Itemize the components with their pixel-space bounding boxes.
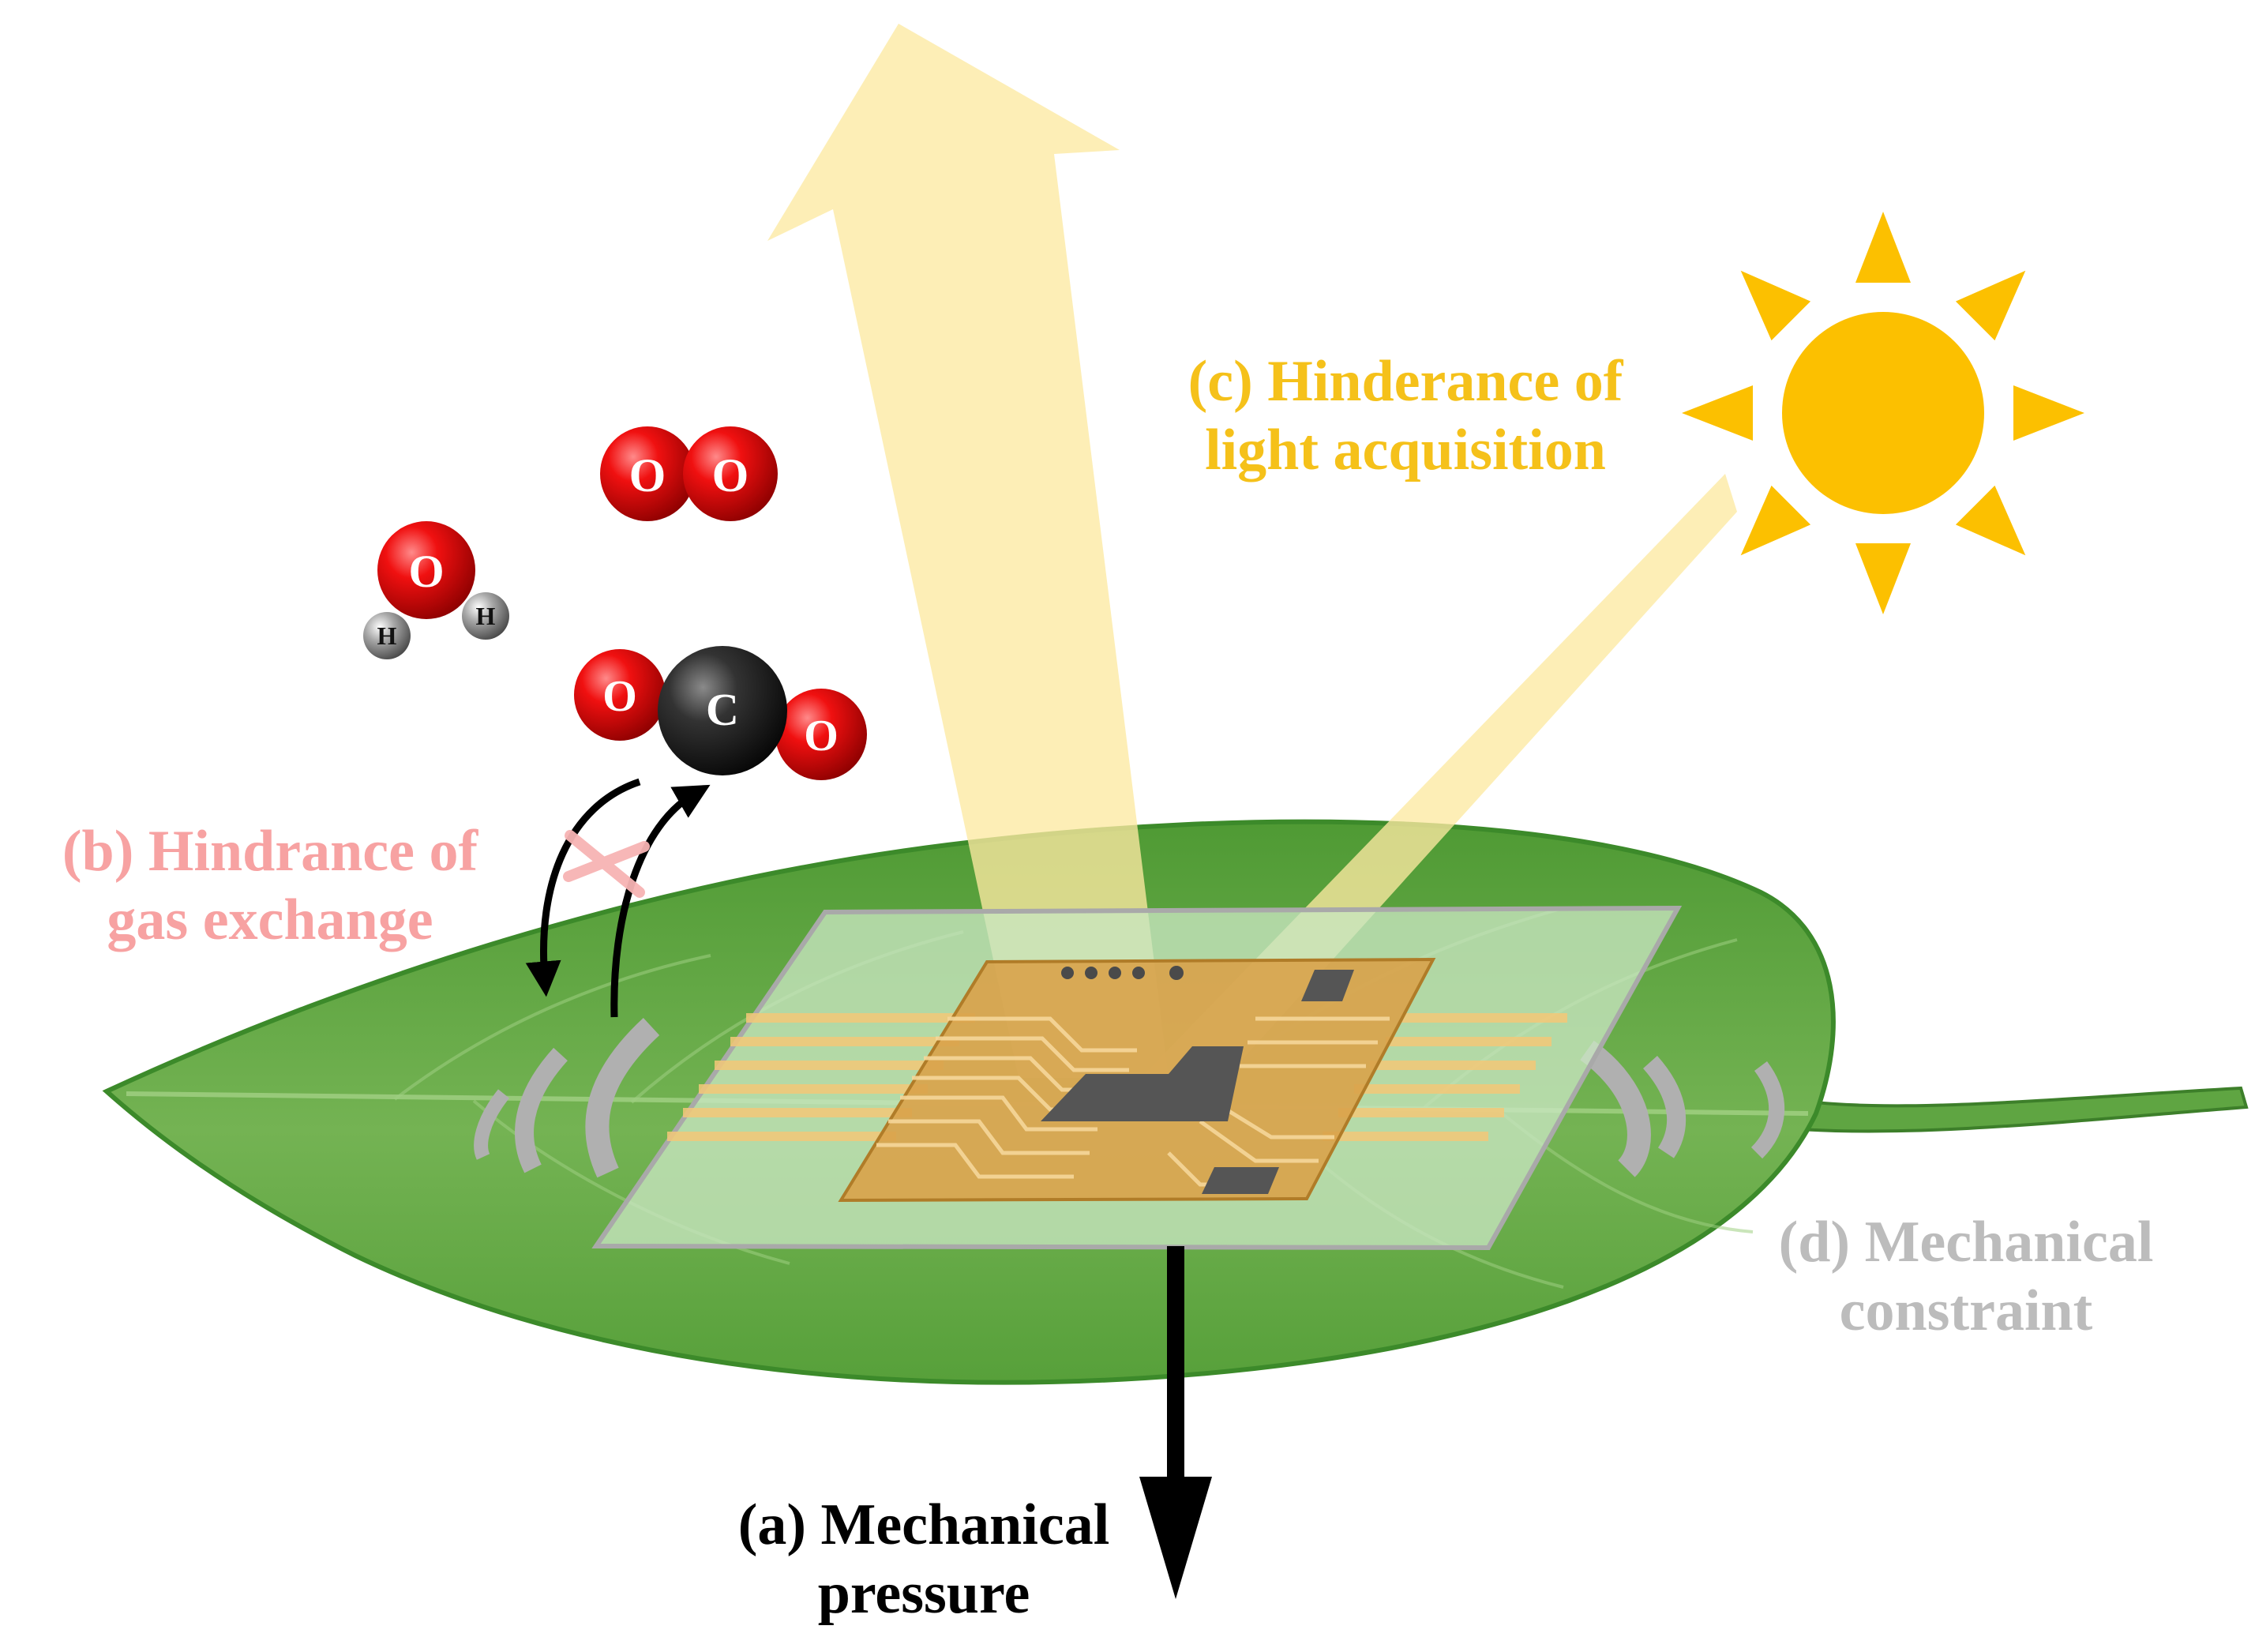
co2-oxygen-label: O [804,711,839,760]
oxygen-atom-label: O [629,449,666,501]
label-b-line2: gas exchange [107,888,433,953]
gas-out-arrow [525,778,641,997]
oxygen-atom-label: O [712,449,749,501]
electronic-patch [591,905,1683,1251]
chip-component-bottom [1202,1167,1279,1194]
label-b-line1: (b) Hindrance of [62,819,478,884]
water-molecule: O H H [363,521,509,659]
label-light-acquisition: (c) Hinderance of light acquisition [1105,347,1705,486]
label-c-line1: (c) Hinderance of [1188,349,1623,414]
co2-oxygen-label: O [602,672,637,721]
oxygen-molecule: O O [600,426,778,521]
cross-icon [563,830,650,898]
co2-carbon-label: C [706,684,739,735]
label-a-line1: (a) Mechanical [737,1492,1110,1557]
contact-pads-left [667,1013,975,1141]
water-oxygen-label: O [408,546,444,597]
leaf-stem [1798,1086,2249,1133]
gas-exchange-arrows [525,778,711,1018]
label-mechanical-pressure: (a) Mechanical pressure [679,1491,1169,1629]
pressure-arrow [1139,1246,1212,1599]
label-c-line2: light acquisition [1205,418,1606,483]
water-hydrogen-label: H [377,621,397,650]
sensor-chip [1041,1046,1244,1121]
label-a-line2: pressure [817,1561,1030,1627]
mechanical-constraint-arcs [474,1017,1784,1178]
chip-component-top [1301,970,1354,1001]
sun-icon [1682,212,2084,614]
contact-pads-right [1323,1013,1567,1141]
label-d-line1: (d) Mechanical [1778,1210,2154,1275]
water-hydrogen-label: H [476,602,496,630]
reflected-light-arrow [767,24,1169,1078]
label-mechanical-constraint: (d) Mechanical constraint [1698,1208,2234,1346]
gas-in-arrow [610,784,711,1018]
label-d-line2: constraint [1839,1278,2093,1344]
label-gas-exchange: (b) Hindrance of gas exchange [33,817,507,956]
co2-molecule: O C O [574,646,867,780]
circuit-vias [1061,966,1184,980]
